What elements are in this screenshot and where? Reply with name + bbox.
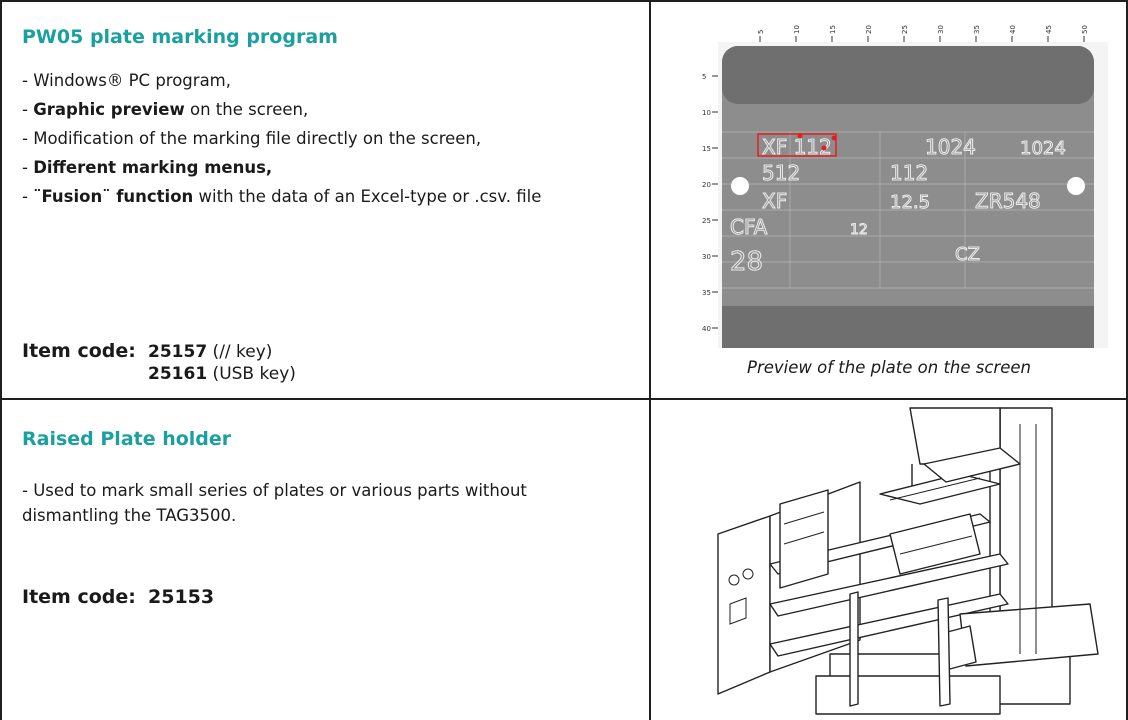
selection-handle (821, 145, 827, 151)
feature-item: - Modification of the marking file direc… (22, 126, 622, 151)
item-code-value: 25157 (148, 342, 208, 362)
table-row-divider (0, 398, 1128, 400)
plate-hole-right (1067, 177, 1085, 195)
feature-list: - Windows® PC program, - Graphic preview … (22, 68, 622, 209)
ruler-tick-label: 25 (901, 25, 909, 34)
plate-text: 1024 (925, 135, 976, 159)
feature-highlight: Graphic preview (33, 100, 185, 119)
plate-holder-drawing (717, 407, 1099, 715)
plate-holder-description: - Used to mark small series of plates or… (22, 481, 527, 525)
plate-preview-image: 5 10 15 20 25 30 35 40 45 50 5 10 15 20 25 30 35 40 XF 1… (700, 20, 1108, 348)
section-title: PW05 plate marking program (22, 26, 338, 48)
item-code-value: 25161 (148, 364, 208, 384)
plate-text: 12.5 (890, 192, 930, 213)
ruler-tick-label: 30 (937, 25, 945, 34)
item-code-label: Item code: (22, 340, 136, 362)
plate-footer-band (722, 306, 1094, 348)
item-code-value: 25153 (148, 586, 215, 608)
ruler-tick-label: 5 (702, 73, 706, 81)
ruler-tick-label: 45 (1045, 25, 1053, 34)
bullet-dash: - (22, 71, 34, 90)
feature-text: Modification of the marking file directl… (33, 129, 482, 148)
plate-text: 12 (850, 222, 868, 238)
feature-highlight: ¨Fusion¨ function (33, 187, 194, 206)
feature-highlight: Different marking menus, (33, 158, 273, 177)
plate-marking-texts: XF 112 1024 1024 512 112 XF 12.5 ZR548 C… (730, 135, 1067, 278)
table-border-left (0, 0, 2, 720)
ruler-tick-label: 15 (702, 145, 711, 153)
ruler-tick-label: 35 (973, 25, 981, 34)
ruler-tick-label: 20 (702, 181, 711, 189)
plate-text: 28 (730, 247, 763, 277)
plate-header-band (722, 46, 1094, 104)
feature-item: - Graphic preview on the screen, (22, 97, 622, 122)
plate-hole-left (731, 177, 749, 195)
plate-text: ZR548 (975, 189, 1041, 213)
plate-text: 512 (762, 161, 800, 185)
selection-handle (831, 135, 837, 141)
bullet-dash: - (22, 129, 34, 148)
item-code-label: Item code: (22, 586, 136, 608)
feature-item: - Different marking menus, (22, 155, 622, 180)
selection-handle (797, 133, 803, 139)
ruler-tick-label: 5 (757, 30, 765, 34)
table-column-divider (649, 0, 651, 720)
bullet-dash: - (22, 158, 34, 177)
item-code-block: Item code: 25157 (// key) 25161 (USB key) (22, 340, 632, 384)
preview-caption: Preview of the plate on the screen (747, 358, 1031, 377)
plate-text: 112 (890, 161, 928, 185)
ruler-tick-label: 30 (702, 253, 711, 261)
item-code-note: (USB key) (207, 364, 296, 384)
plate-text: CFA (730, 215, 768, 239)
feature-text: on the screen, (184, 100, 309, 119)
software-description-cell: PW05 plate marking program - Windows® PC… (22, 26, 632, 213)
plate-text: 1024 (1020, 138, 1066, 159)
table-border-right (1126, 0, 1128, 720)
feature-item: - ¨Fusion¨ function with the data of an … (22, 184, 622, 209)
plate-grid (722, 131, 1094, 289)
plate-holder-description-cell: Raised Plate holder - Used to mark small… (22, 428, 632, 608)
ruler-tick-label: 10 (793, 25, 801, 34)
ruler-tick-label: 10 (702, 109, 711, 117)
bullet-dash: - (22, 187, 34, 206)
item-code-row: 25161 (USB key) (148, 364, 632, 384)
feature-text: with the data of an Excel-type or .csv. … (193, 187, 542, 206)
plate-text: CZ (955, 244, 980, 265)
item-code-row: Item code: 25153 (22, 586, 632, 608)
ruler-tick-label: 40 (1009, 25, 1017, 34)
item-code-note: (// key) (207, 342, 273, 362)
selection-box (757, 133, 837, 157)
ruler-tick-label: 50 (1081, 25, 1089, 34)
ruler-tick-label: 15 (829, 25, 837, 34)
feature-item: - Windows® PC program, (22, 68, 622, 93)
bullet-dash: - (22, 100, 34, 119)
section-title: Raised Plate holder (22, 428, 232, 450)
ruler-tick-label: 20 (865, 25, 873, 34)
plate-body (722, 46, 1094, 348)
ruler-tick-label: 40 (702, 325, 711, 333)
item-code-row: Item code: 25157 (// key) (22, 340, 632, 362)
ruler-tick-label: 35 (702, 289, 711, 297)
top-ruler (700, 20, 1108, 42)
left-ruler (700, 20, 718, 348)
feature-text: Windows® PC program, (33, 71, 231, 90)
table-border-top (0, 0, 1128, 2)
ruler-tick-label: 25 (702, 217, 711, 225)
plate-text: XF (762, 189, 787, 213)
